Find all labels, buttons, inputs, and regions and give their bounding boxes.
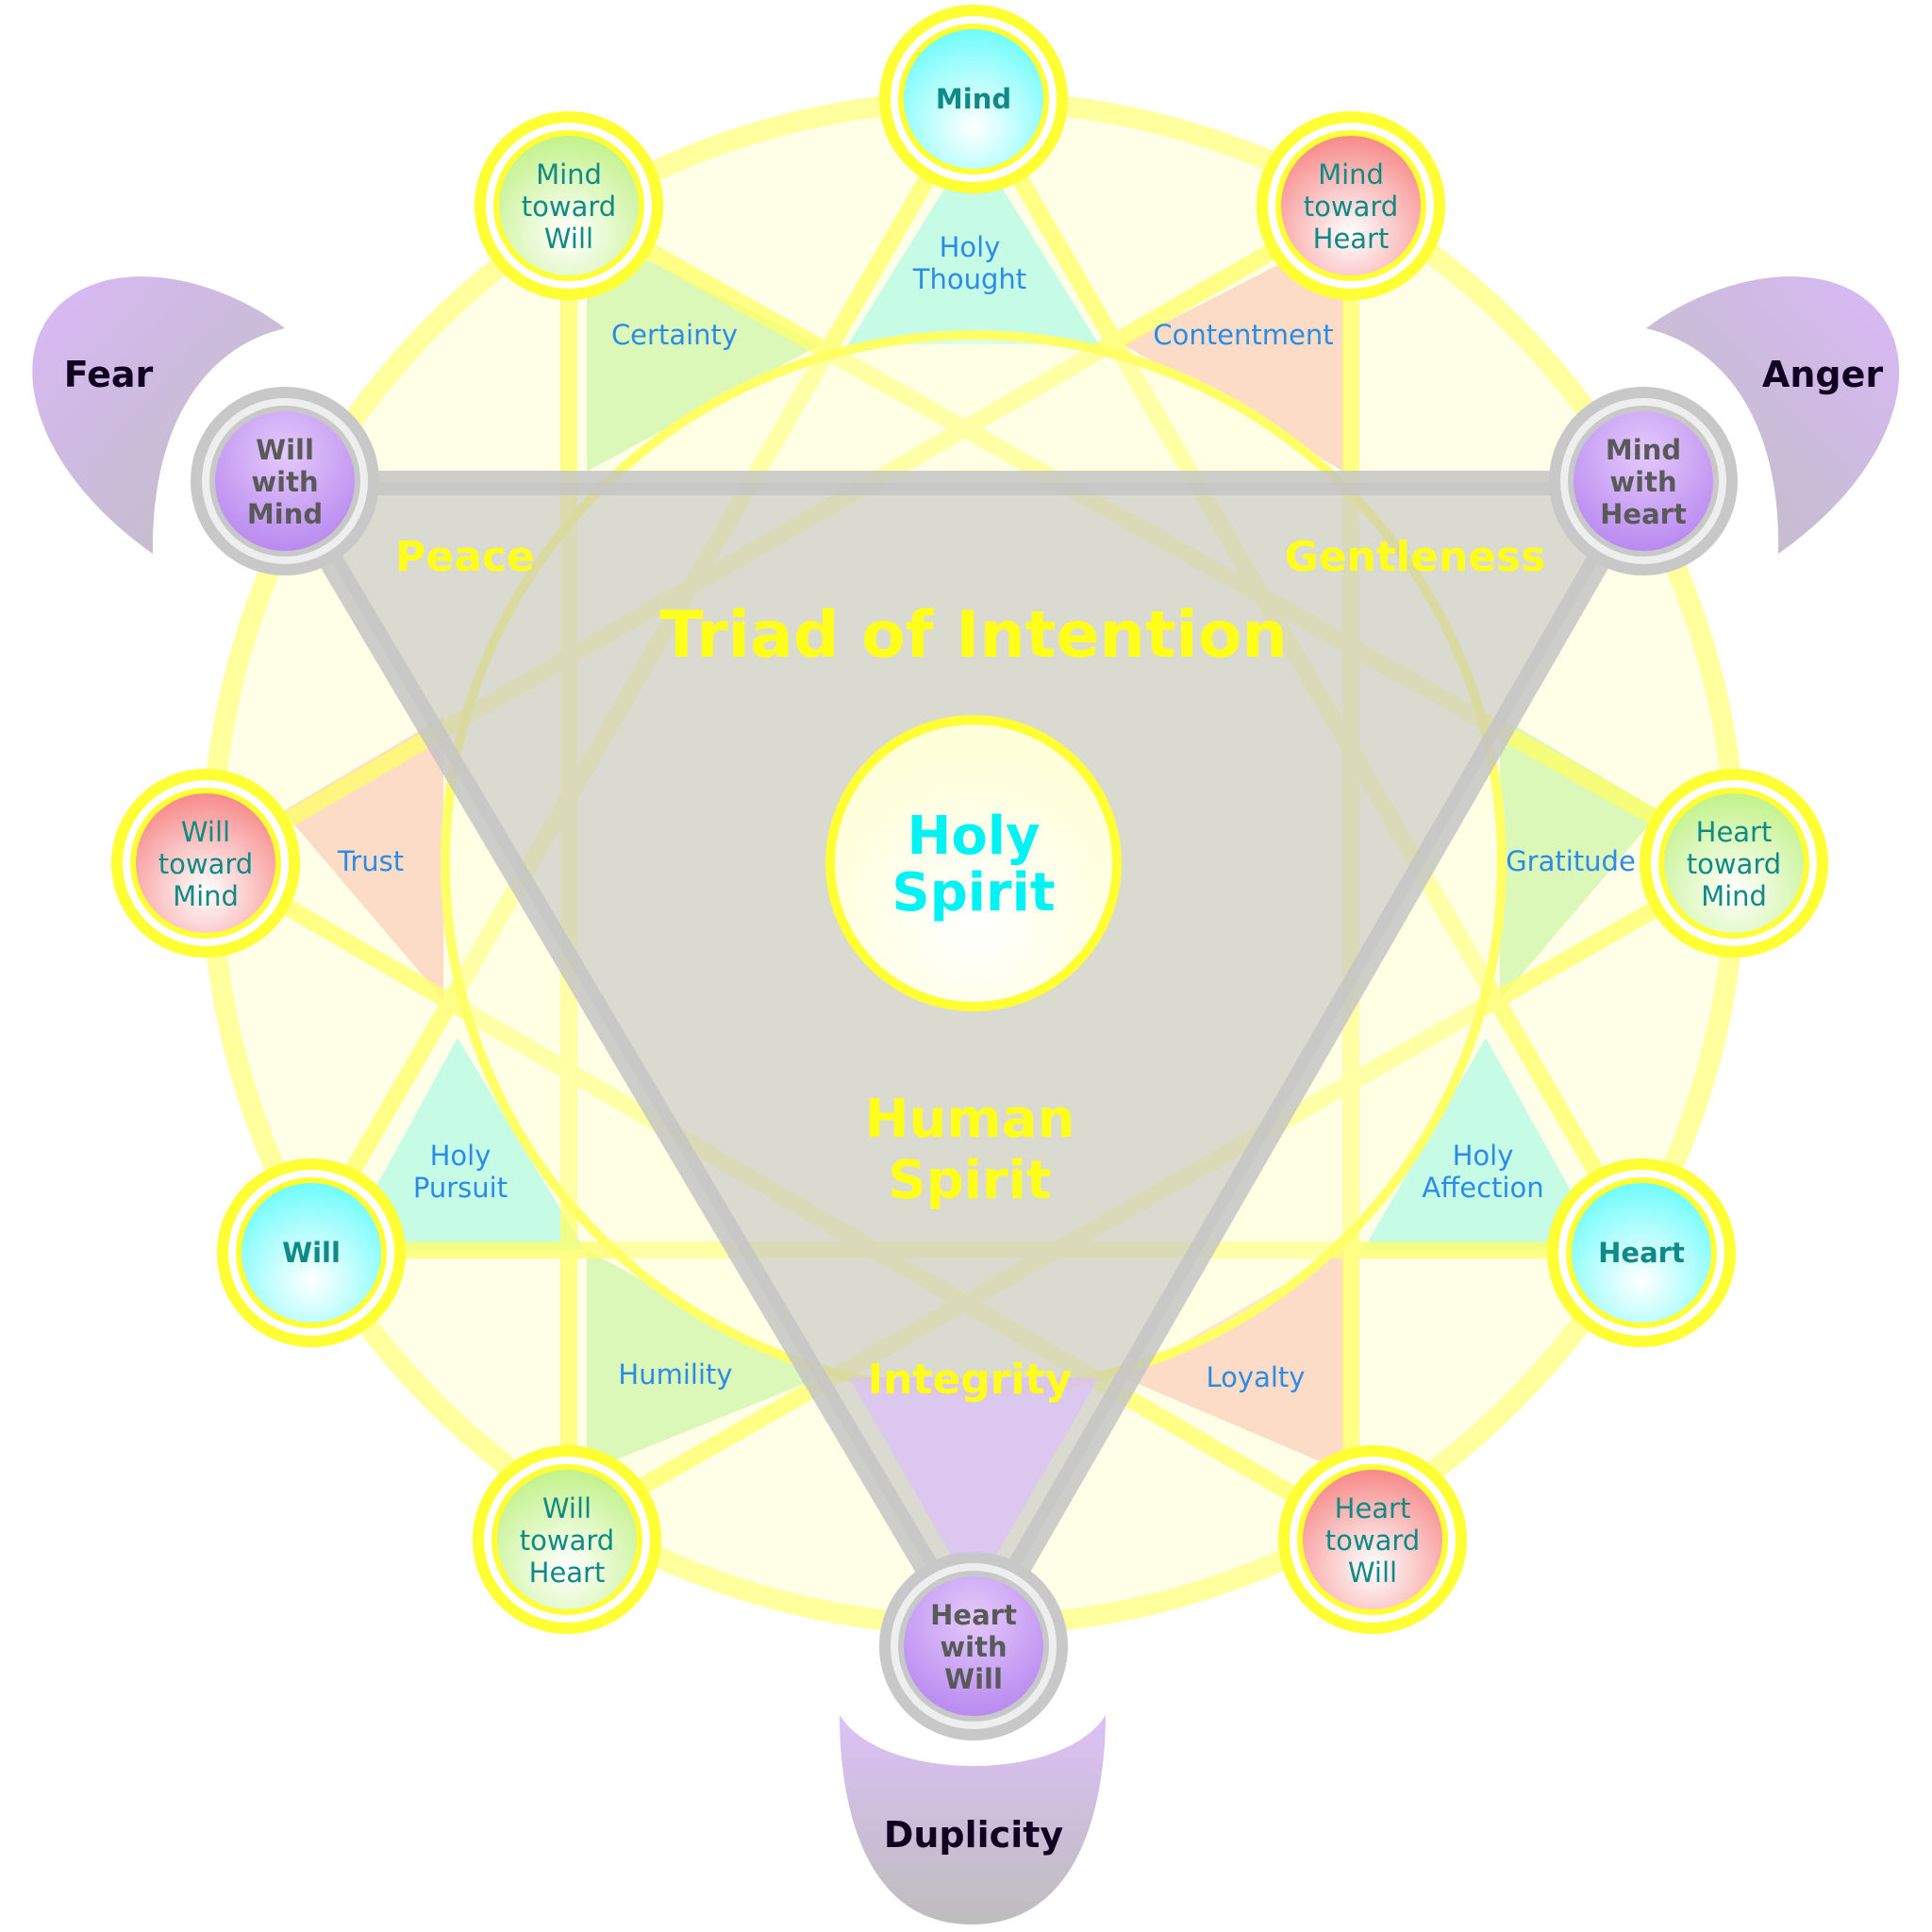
trust-label: Trust [337,845,404,877]
triangle-holy-pursuit [341,1038,585,1250]
human-spirit-label: Human [865,1089,1075,1150]
wedge-contentment [1123,231,1344,472]
node-mind-toward-will: Mind toward Will [475,111,663,300]
node-will-with-mind: Will with Mind [191,387,379,575]
certainty-label: Certainty [611,319,738,351]
duplicity-label: Duplicity [884,1814,1064,1856]
svg-text:Heart: Heart [1335,1492,1411,1524]
node-heart: Heart [1547,1158,1736,1347]
svg-text:toward: toward [522,191,616,223]
node-mind-toward-heart: Mind toward Heart [1257,111,1445,300]
node-will-toward-mind: Will toward Mind [111,769,300,958]
human-spirit-label-2: Spirit [888,1150,1051,1211]
loyalty-label: Loyalty [1207,1361,1306,1393]
svg-text:toward: toward [520,1524,614,1557]
svg-text:toward: toward [1304,191,1398,223]
svg-text:toward: toward [1687,848,1781,880]
svg-text:with: with [251,466,318,498]
fear-shape [32,276,286,554]
svg-text:Mind: Mind [173,880,239,912]
holy-affection-label: Holy [1453,1140,1514,1172]
wedge-humility [587,1250,821,1472]
anger-shape [1646,276,1900,554]
peace-label: Peace [395,533,535,581]
svg-text:Will: Will [944,1663,1003,1695]
svg-text:Heart: Heart [1600,498,1687,530]
svg-text:Mind: Mind [1606,434,1681,466]
node-mind: Mind [879,5,1068,193]
node-heart-with-will: Heart with Will [879,1552,1068,1740]
triad-title: Triad of Intention [659,598,1288,673]
svg-text:Heart: Heart [1313,223,1390,255]
svg-text:Mind: Mind [536,158,602,191]
svg-text:toward: toward [1325,1524,1420,1557]
svg-text:Heart: Heart [529,1557,606,1589]
gratitude-label: Gratitude [1506,845,1636,877]
svg-text:Will: Will [1348,1557,1397,1589]
fear-label: Fear [64,354,154,395]
wedge-gratitude [1500,717,1660,1000]
node-heart-toward-mind: Heart toward Mind [1640,769,1828,958]
holy-thought-label: Holy [940,231,1001,263]
node-mind-with-heart: Mind with Heart [1549,387,1738,575]
node-will-toward-heart: Will toward Heart [473,1445,661,1634]
holy-affection-label-2: Affection [1422,1172,1543,1204]
holy-spirit-label-2: Spirit [891,862,1055,924]
svg-text:Mind: Mind [1318,158,1384,191]
node-heart-toward-will: Heart toward Will [1278,1445,1467,1634]
wedge-certainty [587,231,821,472]
svg-text:with: with [940,1631,1007,1663]
svg-text:Will: Will [181,816,230,848]
svg-text:with: with [1609,466,1676,498]
wedge-loyalty [1123,1250,1344,1472]
wedge-trust [283,717,443,1000]
svg-text:Heart: Heart [1696,816,1773,848]
node-will: Will [217,1158,406,1347]
svg-text:toward: toward [158,848,253,880]
anger-label: Anger [1762,354,1883,395]
holy-pursuit-label: Holy [430,1140,491,1172]
svg-text:Heart: Heart [930,1599,1017,1631]
contentment-label: Contentment [1153,319,1333,351]
duplicity-shape [840,1715,1106,1924]
svg-text:Mind: Mind [1701,880,1767,912]
svg-text:Will: Will [282,1237,341,1269]
integrity-wedge [849,1377,1099,1594]
svg-text:Will: Will [544,223,593,255]
svg-text:Mind: Mind [936,83,1011,115]
holy-spirit-circle [825,715,1122,1011]
triad-triangle [273,471,1656,1658]
svg-text:Will: Will [542,1492,591,1524]
integrity-label: Integrity [868,1356,1073,1404]
gentleness-label: Gentleness [1285,533,1546,581]
holy-pursuit-label-2: Pursuit [413,1172,508,1204]
humility-label: Humility [618,1358,732,1391]
holy-thought-label-2: Thought [912,263,1026,295]
svg-text:Mind: Mind [247,498,323,530]
triangle-holy-thought [848,142,1099,344]
svg-text:Heart: Heart [1598,1237,1685,1269]
holy-spirit-label: Holy [907,806,1040,867]
triangle-holy-affection [1363,1038,1604,1250]
svg-text:Will: Will [256,434,314,466]
